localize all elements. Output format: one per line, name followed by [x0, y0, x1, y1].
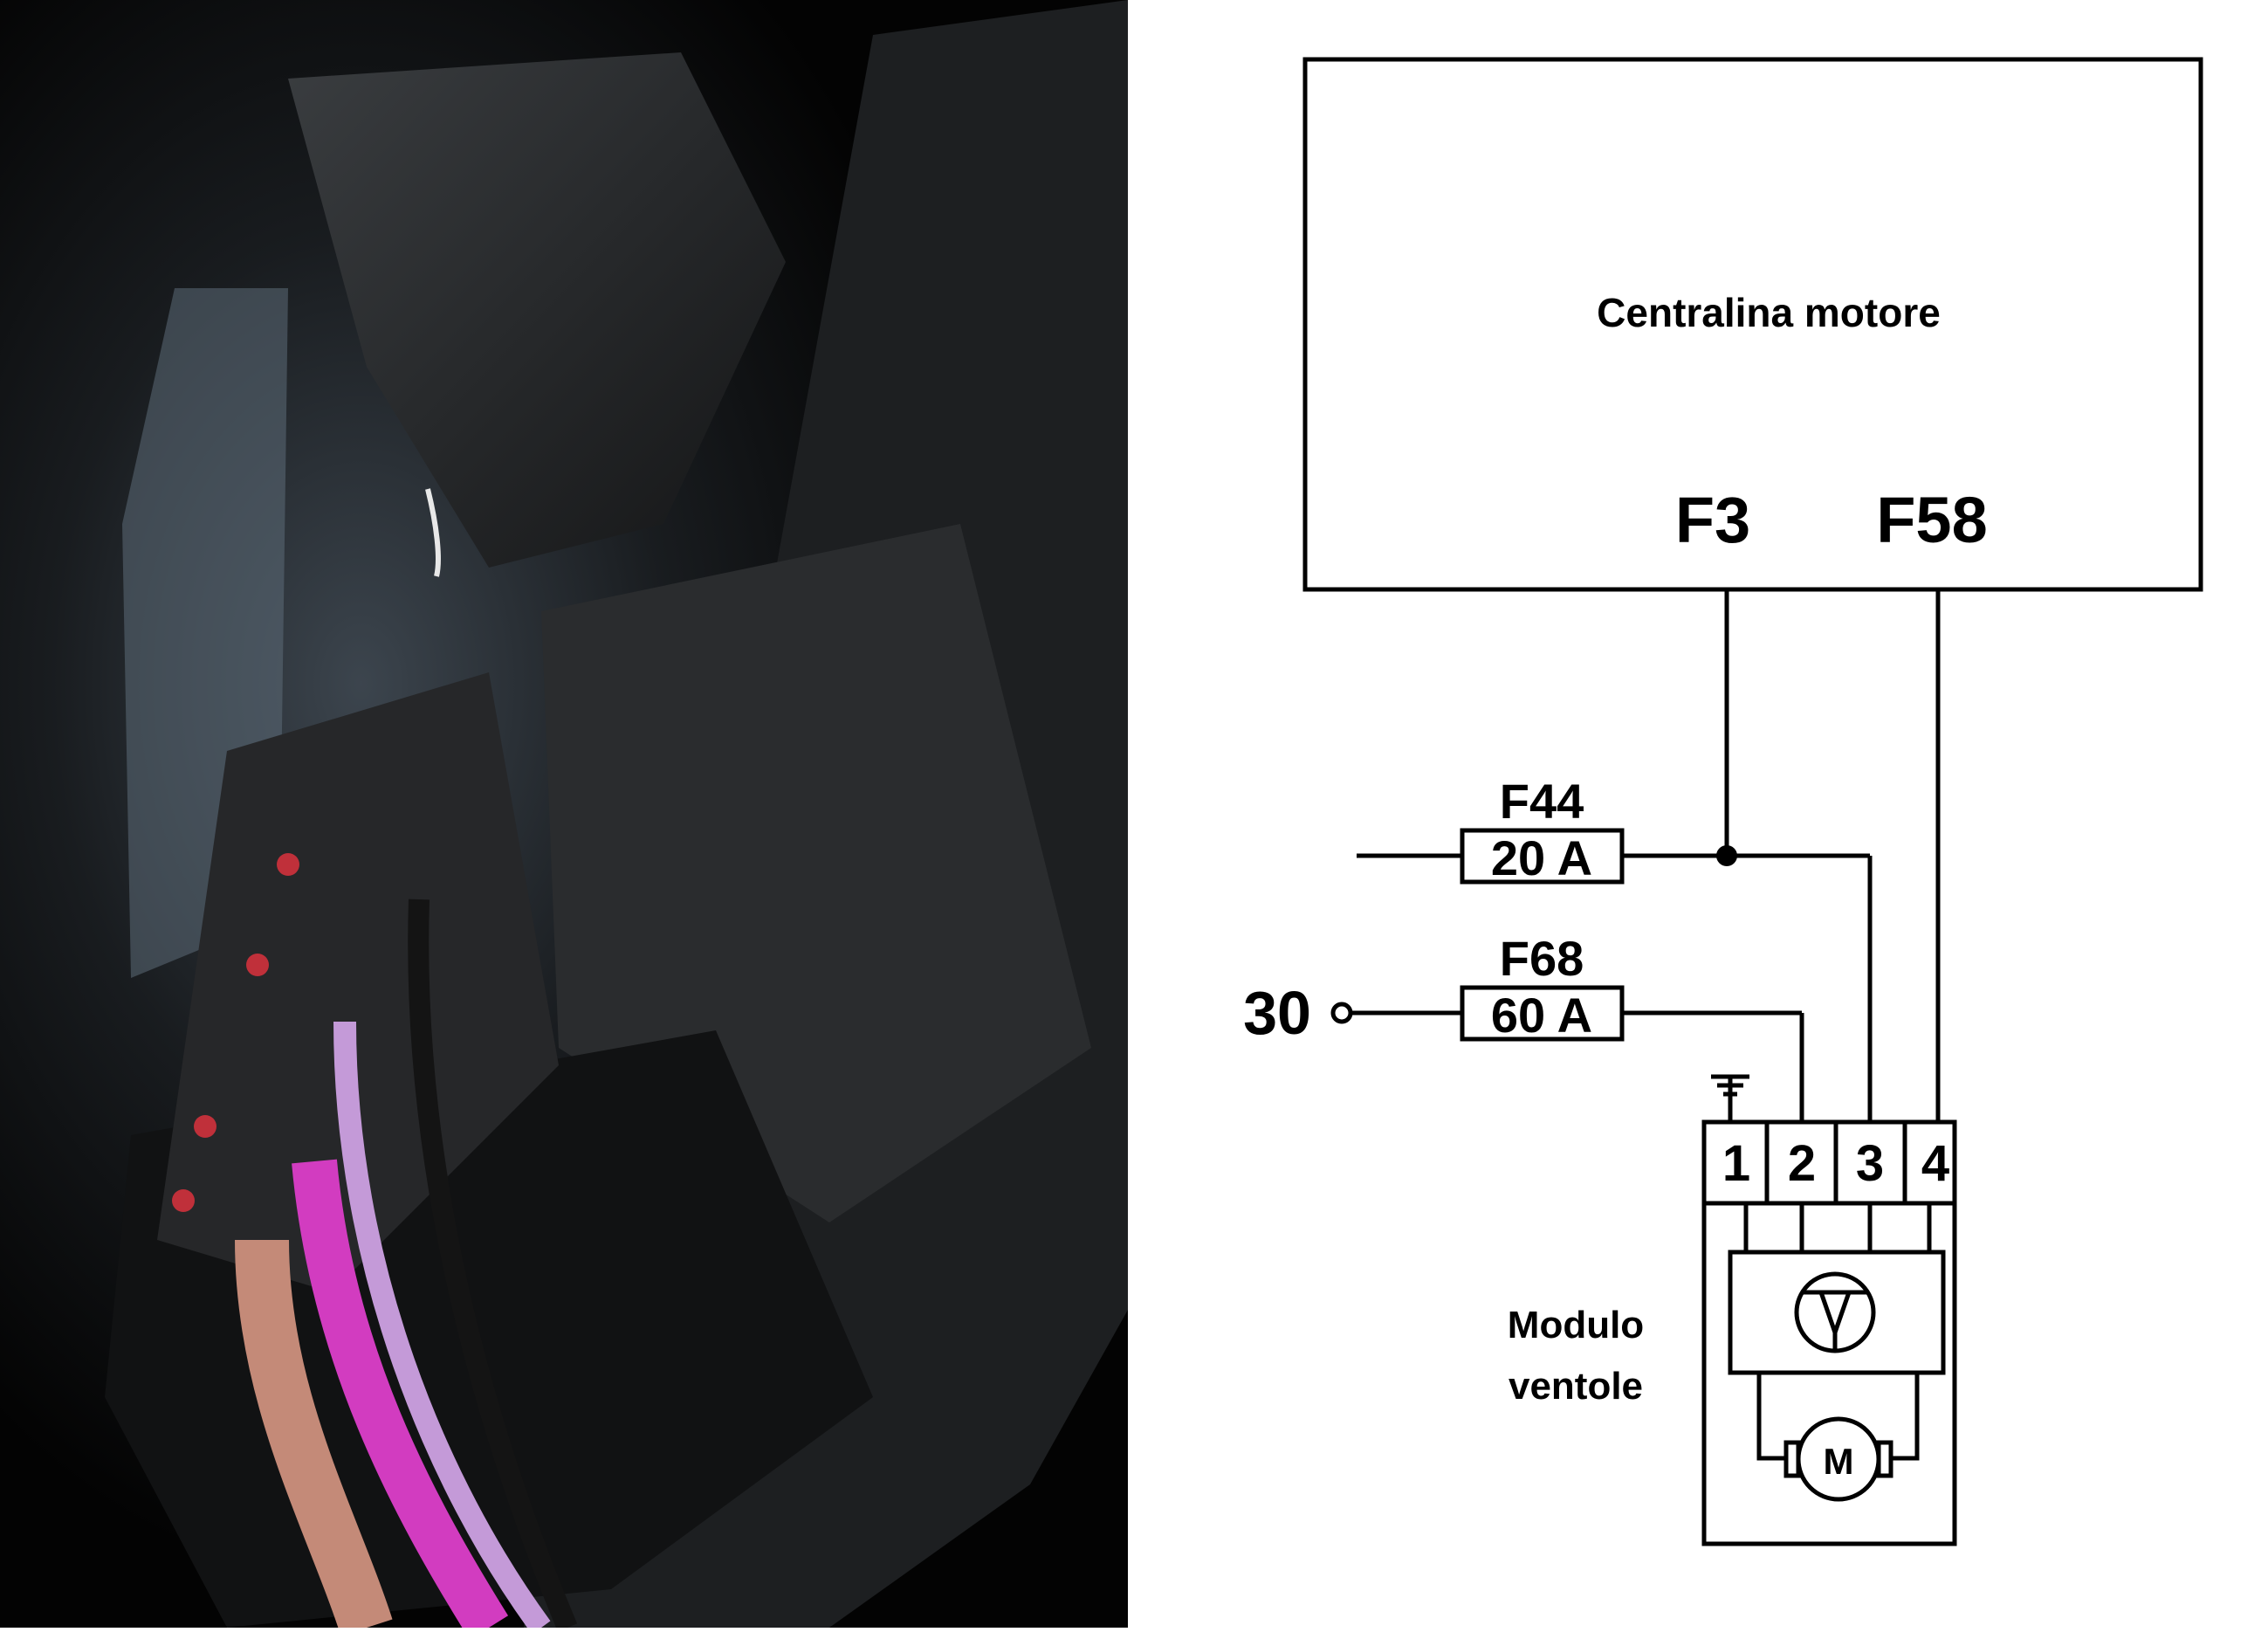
module-pin-3: 3 — [1856, 1135, 1884, 1192]
module-pin-4: 4 — [1921, 1135, 1949, 1192]
connector-body — [157, 672, 559, 1292]
junction-dot — [1716, 845, 1737, 866]
motor-lead-left — [1756, 1373, 1786, 1461]
ecu-pin-f3-label: F3 — [1675, 484, 1750, 556]
fan-module-box — [1701, 1119, 1957, 1546]
connector-pin-mark — [172, 1189, 195, 1212]
ground-symbol — [1711, 1074, 1749, 1097]
module-pin-2: 2 — [1788, 1135, 1816, 1192]
wire-black — [408, 899, 578, 1628]
motor-symbol-label: M — [1824, 1441, 1854, 1482]
ecu-box — [1302, 57, 2203, 592]
wire-pink — [292, 1159, 509, 1628]
wire-white — [425, 488, 441, 577]
module-label-line2: ventole — [1509, 1365, 1643, 1408]
connector-pin-mark — [194, 1115, 216, 1138]
motor-icon — [1783, 1416, 1893, 1502]
connector-pin-mark — [277, 853, 299, 876]
connector-photo-illustration — [0, 0, 1128, 1628]
fuse-f68-rating: 60 A — [1491, 988, 1592, 1043]
connector-photo — [0, 0, 1128, 1628]
ecu-pin-f58-label: F58 — [1876, 484, 1988, 556]
wire-salmon — [235, 1239, 393, 1628]
wiring-diagram: Centralina motore F3 F58 F44 20 A F68 60… — [1128, 0, 2268, 1628]
terminal-30-label: 30 — [1243, 979, 1311, 1047]
schematic-svg: Centralina motore F3 F58 F44 20 A F68 60… — [1243, 57, 2203, 1546]
module-label-line1: Modulo — [1508, 1304, 1644, 1346]
ecu-label: Centralina motore — [1597, 290, 1941, 335]
upper-housing — [288, 52, 786, 568]
transistor-icon — [1794, 1271, 1876, 1353]
connector-pin-mark — [246, 954, 269, 976]
transistor-box — [1728, 1250, 1946, 1375]
fuse-f44-name: F44 — [1500, 774, 1584, 829]
wire-violet — [333, 1021, 551, 1628]
fuse-f44-rating: 20 A — [1491, 830, 1592, 885]
terminal-30 — [1330, 1002, 1353, 1024]
motor-lead-right — [1891, 1373, 1920, 1461]
module-pin-1: 1 — [1722, 1135, 1750, 1192]
fuse-f68-name: F68 — [1500, 931, 1584, 986]
